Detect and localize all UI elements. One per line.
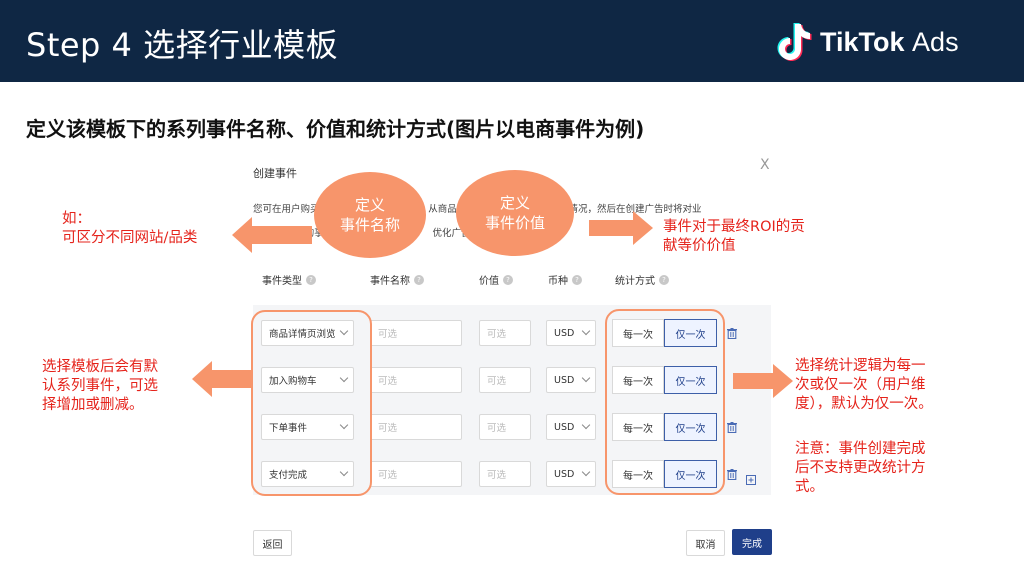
help-icon[interactable]: ? <box>414 274 424 285</box>
help-icon[interactable]: ? <box>503 274 513 285</box>
currency-select[interactable]: USD <box>546 320 596 346</box>
trash-icon[interactable] <box>727 422 737 433</box>
event-value-input[interactable]: 可选 <box>479 414 531 440</box>
stat-once-button[interactable]: 仅一次 <box>664 460 717 488</box>
help-icon[interactable]: ? <box>572 274 582 285</box>
event-type-highlight <box>251 310 372 496</box>
chevron-down-icon <box>581 326 591 336</box>
event-value-input[interactable]: 可选 <box>479 461 531 487</box>
stat-once-button[interactable]: 仅一次 <box>664 366 717 394</box>
arrow-right-icon <box>733 364 793 398</box>
bubble-define-name: 定义 事件名称 <box>314 172 426 258</box>
note-stat-warning: 注意：事件创建完成 后不支持更改统计方 式。 <box>795 441 926 495</box>
stat-once-button[interactable]: 仅一次 <box>664 413 717 441</box>
event-name-input[interactable]: 可选 <box>370 414 462 440</box>
tiktok-note-icon <box>777 23 812 61</box>
arrow-left-icon <box>232 217 312 253</box>
note-value-explain: 事件对于最终ROI的贡 献等价价值 <box>663 219 805 254</box>
event-type-select[interactable]: 支付完成 <box>261 461 354 487</box>
event-type-select[interactable]: 商品详情页浏览 <box>261 320 354 346</box>
currency-select[interactable]: USD <box>546 461 596 487</box>
back-button[interactable]: 返回 <box>253 530 292 556</box>
event-name-input[interactable]: 可选 <box>370 461 462 487</box>
stat-once-button[interactable]: 仅一次 <box>664 319 717 347</box>
help-icon[interactable]: ? <box>659 274 669 285</box>
currency-select[interactable]: USD <box>546 414 596 440</box>
event-value-input[interactable]: 可选 <box>479 367 531 393</box>
bubble-define-value: 定义 事件价值 <box>456 170 574 256</box>
event-type-select[interactable]: 加入购物车 <box>261 367 354 393</box>
currency-select[interactable]: USD <box>546 367 596 393</box>
stat-each-button[interactable]: 每一次 <box>612 413 664 441</box>
header-bar: Step 4 选择行业模板 TikTok Ads <box>0 0 1024 82</box>
logo-text: TikTok <box>820 26 905 57</box>
trash-icon[interactable] <box>727 328 737 339</box>
stat-each-button[interactable]: 每一次 <box>612 319 664 347</box>
column-header-stat: 统计方式? <box>615 272 669 287</box>
close-icon[interactable]: X <box>760 157 770 173</box>
event-value-input[interactable]: 可选 <box>479 320 531 346</box>
trash-icon[interactable] <box>727 469 737 480</box>
event-type-select[interactable]: 下单事件 <box>261 414 354 440</box>
stat-each-button[interactable]: 每一次 <box>612 366 664 394</box>
note-name-example: 如： 可区分不同网站/品类 <box>62 211 198 246</box>
chevron-down-icon <box>581 373 591 383</box>
description-line: 您可在用户购买 从商品 用户的流程体验情况，然后在创建广告时将对业 <box>253 204 702 215</box>
page-title: Step 4 选择行业模板 <box>26 26 339 64</box>
event-name-input[interactable]: 可选 <box>370 367 462 393</box>
help-icon[interactable]: ? <box>306 274 316 285</box>
column-header-type: 事件类型? <box>262 272 316 287</box>
note-template-events: 选择模板后会有默 认系列事件，可选 择增加或删减。 <box>42 359 158 413</box>
done-button[interactable]: 完成 <box>732 529 772 555</box>
event-name-input[interactable]: 可选 <box>370 320 462 346</box>
chevron-down-icon <box>581 420 591 430</box>
stat-method-highlight <box>605 309 725 495</box>
cancel-button[interactable]: 取消 <box>686 530 725 556</box>
slide-subtitle: 定义该模板下的系列事件名称、价值和统计方式(图片以电商事件为例) <box>26 117 645 141</box>
add-row-icon[interactable] <box>746 470 756 485</box>
arrow-right-icon <box>589 211 653 245</box>
dialog-title: 创建事件 <box>253 167 297 180</box>
column-header-value: 价值? <box>479 272 513 287</box>
arrow-left-icon <box>192 361 252 397</box>
column-header-currency: 币种? <box>548 272 582 287</box>
note-stat-logic: 选择统计逻辑为每一 次或仅一次（用户维 度），默认为仅一次。 <box>795 358 933 412</box>
column-header-name: 事件名称? <box>370 272 424 287</box>
chevron-down-icon <box>581 467 591 477</box>
stat-each-button[interactable]: 每一次 <box>612 460 664 488</box>
tiktok-ads-logo: TikTok Ads <box>776 18 959 66</box>
logo-suffix: Ads <box>912 26 959 57</box>
